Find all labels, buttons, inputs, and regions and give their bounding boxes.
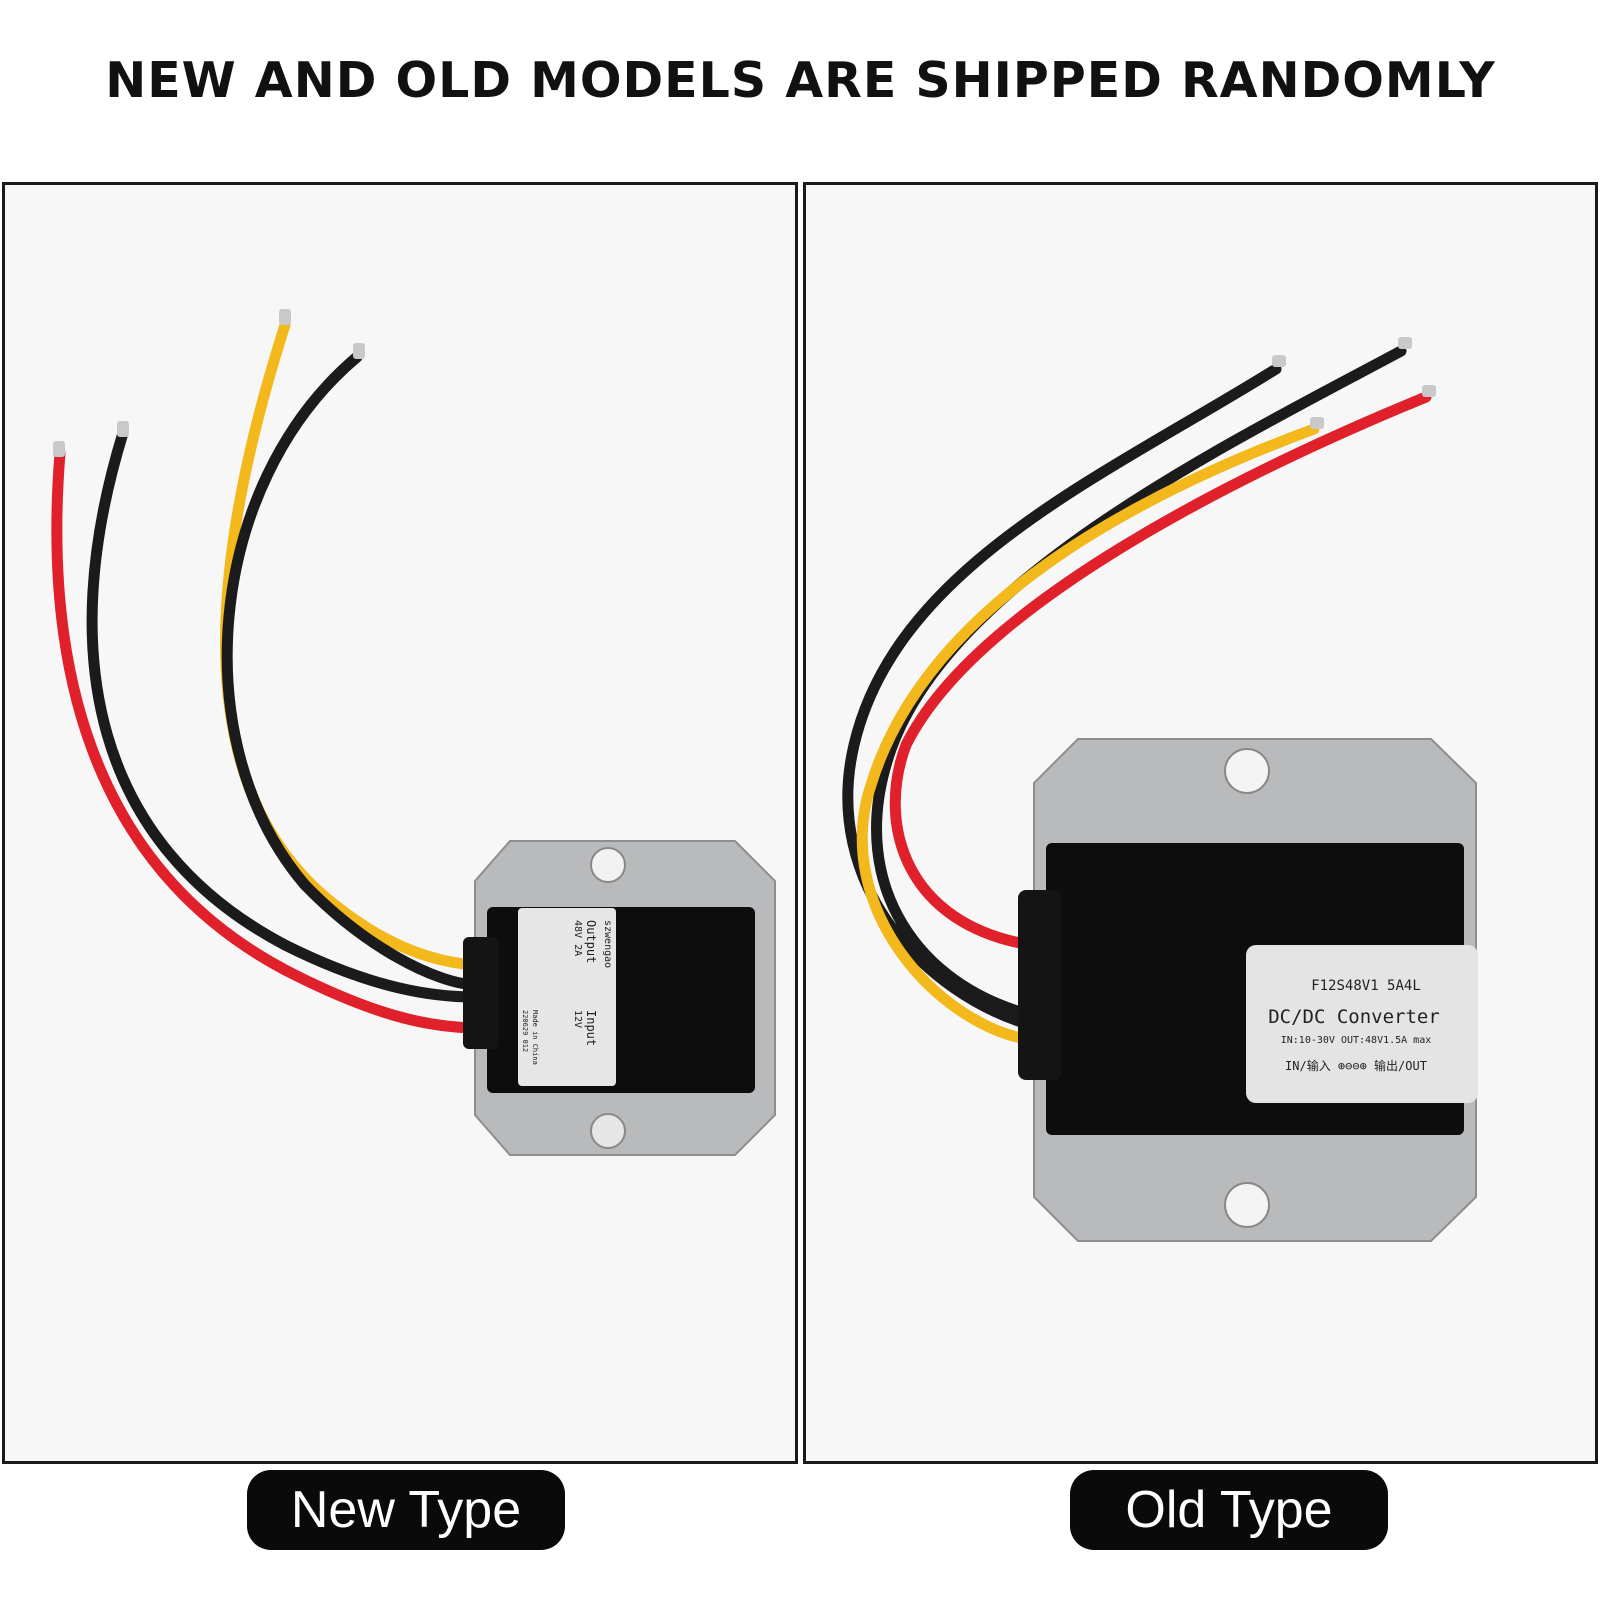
svg-text:Output: Output bbox=[584, 920, 598, 963]
svg-text:Input: Input bbox=[584, 1010, 598, 1046]
new-label bbox=[518, 908, 616, 1086]
new-type-converter-photo: szwengao Output 48V 2A Input 12V Made in… bbox=[51, 309, 776, 1156]
svg-text:DC/DC Converter: DC/DC Converter bbox=[1268, 1006, 1440, 1028]
old-label bbox=[1246, 945, 1478, 1103]
headline: NEW AND OLD MODELS ARE SHIPPED RANDOMLY bbox=[105, 52, 1496, 109]
old-type-photo-panel: F12S48V1 5A4L DC/DC Converter IN:10-30V … bbox=[803, 182, 1598, 1464]
old-type-caption: Old Type bbox=[1070, 1470, 1388, 1550]
svg-text:220629 012: 220629 012 bbox=[521, 1010, 529, 1052]
new-black-wire-1 bbox=[86, 427, 481, 1003]
new-type-caption: New Type bbox=[247, 1470, 565, 1550]
new-yellow-wire bbox=[220, 319, 481, 971]
old-yellow-wire bbox=[856, 423, 1320, 1046]
old-type-converter-photo: F12S48V1 5A4L DC/DC Converter IN:10-30V … bbox=[842, 337, 1478, 1242]
new-black-wire-2 bbox=[221, 351, 481, 991]
svg-text:F12S48V1 5A4L: F12S48V1 5A4L bbox=[1311, 978, 1421, 994]
svg-text:48V 2A: 48V 2A bbox=[572, 920, 583, 956]
svg-text:12V: 12V bbox=[572, 1010, 583, 1028]
old-red-wire bbox=[889, 391, 1432, 951]
new-red-wire bbox=[51, 447, 481, 1034]
svg-text:Made in China: Made in China bbox=[531, 1010, 539, 1065]
svg-text:IN:10-30V OUT:48V1.5A max: IN:10-30V OUT:48V1.5A max bbox=[1281, 1035, 1432, 1046]
svg-text:IN/输入 ⊕⊖⊖⊕ 输出/OUT: IN/输入 ⊕⊖⊖⊕ 输出/OUT bbox=[1285, 1058, 1427, 1073]
old-black-wire-1 bbox=[842, 363, 1282, 1031]
new-type-photo-panel: szwengao Output 48V 2A Input 12V Made in… bbox=[2, 182, 798, 1464]
svg-text:szwengao: szwengao bbox=[602, 920, 613, 968]
